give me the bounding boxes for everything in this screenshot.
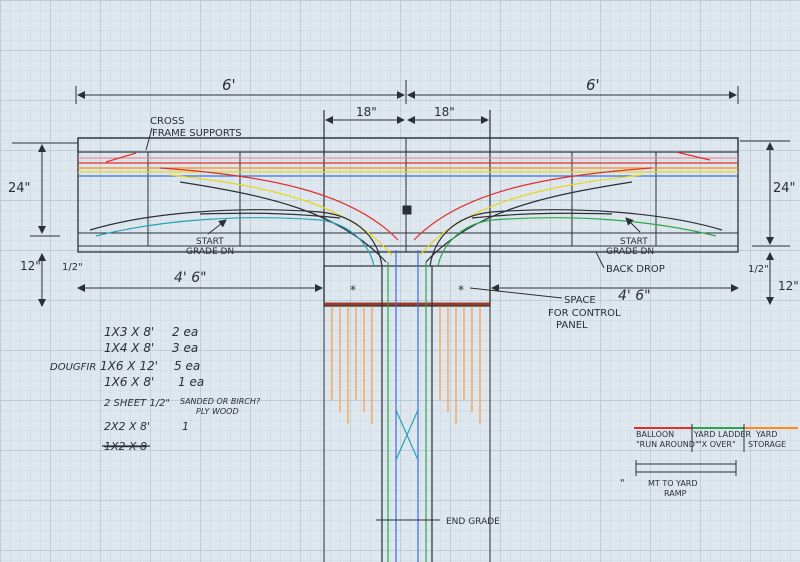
dim-height-right: 12" [778, 279, 799, 293]
material-2-size: 1X4 X 8' [104, 341, 154, 355]
dim-left-width: 6' [222, 76, 236, 94]
dim-depth-right: 24" [773, 181, 796, 196]
label-start-grade-left-1: START [196, 237, 224, 247]
material-4-size: 1X6 X 8' [104, 375, 154, 389]
label-cross-frame-2: FRAME SUPPORTS [152, 128, 242, 139]
legend-storage-2: STORAGE [748, 440, 786, 449]
asterisk-right: * [458, 283, 464, 297]
material-1-qty: 2 ea [172, 325, 198, 339]
material-4-qty: 1 ea [178, 375, 204, 389]
dim-lower-left: 4' 6" [174, 270, 207, 286]
start-grade-left-arrow [207, 219, 227, 235]
asterisk-left: * [350, 283, 356, 297]
yard-storage-tracks [331, 306, 481, 424]
materials-list: 1X3 X 8' 2 ea 1X4 X 8' 3 ea DOUGFIR 1X6 … [50, 325, 261, 453]
material-1-size: 1X3 X 8' [104, 325, 154, 339]
legend-ladder-1: YARD LADDER [693, 430, 751, 439]
material-2-qty: 3 ea [172, 341, 198, 355]
dougfir-label: DOUGFIR [50, 362, 96, 373]
label-start-grade-left-2: GRADE DN [186, 247, 234, 257]
dim-gap-right: 1/2" [748, 264, 769, 275]
plywood-line-3: PLY WOOD [196, 407, 239, 416]
label-cross-frame-1: CROSS [150, 116, 185, 127]
label-start-grade-right-1: START [620, 237, 648, 247]
legend-balloon-2: "RUN AROUND" [636, 440, 699, 449]
legend: BALLOON "RUN AROUND" YARD LADDER "X OVER… [620, 424, 798, 498]
label-space-1: SPACE [564, 295, 596, 306]
label-back-drop: BACK DROP [606, 264, 665, 275]
dim-height-left: 12" [20, 259, 41, 273]
track-lines [78, 151, 738, 562]
label-end-grade: END GRADE [446, 517, 500, 527]
plywood-line-1: 2 SHEET 1/2" [104, 398, 170, 409]
space-leader [469, 287, 563, 299]
extra-size: 2X2 X 8' [104, 420, 150, 433]
legend-storage-1: YARD [755, 430, 777, 439]
legend-ramp-2: RAMP [664, 489, 687, 498]
label-space-3: PANEL [556, 320, 588, 331]
label-space-2: FOR CONTROL [548, 308, 621, 319]
dim-center-left: 18" [356, 105, 377, 119]
dim-center-right: 18" [434, 105, 455, 119]
material-3-qty: 5 ea [174, 359, 200, 373]
plywood-line-2: SANDED OR BIRCH? [180, 397, 261, 406]
cross-frame-leader [145, 127, 153, 151]
dim-depth-left: 24" [8, 181, 31, 196]
ramp-mark: " [620, 478, 625, 489]
material-3-size: 1X6 X 12' [100, 359, 158, 373]
legend-ladder-2: "X OVER" [698, 440, 736, 449]
dim-gap-left: 1/2" [62, 262, 83, 273]
back-drop-leader [595, 251, 605, 269]
dim-right-width: 6' [586, 76, 600, 94]
legend-balloon-1: BALLOON [636, 430, 674, 439]
dim-lower-right: 4' 6" [618, 288, 651, 304]
extra-qty: 1 [182, 420, 189, 433]
legend-ramp-1: MT TO YARD [648, 479, 698, 488]
label-start-grade-right-2: GRADE DN [606, 247, 654, 257]
start-grade-right-arrow [625, 217, 641, 233]
